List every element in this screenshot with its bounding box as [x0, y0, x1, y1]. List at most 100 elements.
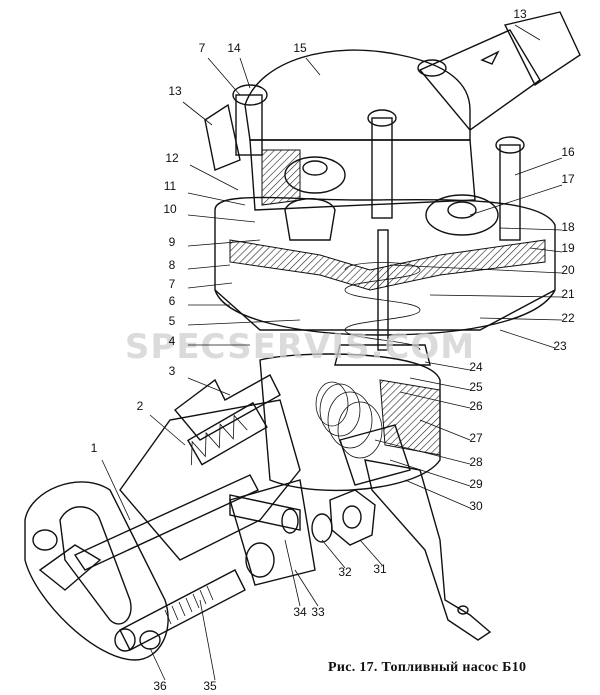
callout-number-35: 35 [203, 679, 217, 693]
callout-leader-5 [187, 319, 301, 326]
callout-leader-32 [321, 539, 346, 569]
callout-number-11: 11 [164, 179, 177, 193]
callout-number-30: 30 [469, 499, 483, 513]
drive-lever [364, 459, 492, 641]
callout-leader-7 [207, 57, 241, 96]
callout-number-18: 18 [561, 220, 575, 234]
callout-number-12: 12 [165, 151, 179, 165]
callout-leader-29 [389, 459, 471, 487]
callout-leader-2 [149, 414, 186, 446]
callout-number-33: 33 [311, 605, 325, 619]
callout-leader-19 [529, 247, 563, 253]
inlet-valve [284, 156, 346, 194]
callout-number-13: 13 [168, 84, 182, 98]
priming-spring [187, 401, 268, 466]
callout-leader-16 [514, 157, 563, 176]
inlet-fitting [418, 11, 581, 131]
valve-cup [284, 198, 336, 241]
pump-cover [244, 49, 476, 211]
callout-leader-21 [429, 294, 563, 298]
callout-number-16: 16 [561, 145, 575, 159]
callout-leader-25 [409, 377, 471, 391]
callout-leader-10 [187, 214, 256, 223]
callout-number-10: 10 [163, 202, 177, 216]
callout-leader-31 [359, 539, 383, 566]
callout-number-13: 13 [513, 7, 527, 21]
cover-screw-right [417, 59, 447, 77]
callout-leader-20 [389, 264, 563, 274]
callout-number-15: 15 [293, 41, 307, 55]
callout-leader-12 [189, 164, 239, 191]
figure-caption: Рис. 17. Топливный насос Б10 [328, 660, 527, 675]
watermark: SPECSERVIS.COM [125, 327, 475, 367]
callout-number-23: 23 [553, 339, 567, 353]
lever-spring [315, 381, 383, 459]
callout-number-20: 20 [561, 263, 575, 277]
callout-number-26: 26 [469, 399, 483, 413]
callout-number-2: 2 [137, 399, 144, 413]
diaphragm-spring [334, 229, 431, 366]
outlet-valve [425, 194, 499, 236]
callout-leader-8 [187, 264, 231, 270]
callout-leader-36 [149, 647, 166, 681]
lever-cam-sleeve [339, 424, 411, 486]
mounting-flange [24, 481, 169, 661]
callout-number-32: 32 [338, 565, 352, 579]
callout-leader-9 [187, 239, 261, 247]
right-bolt [495, 136, 525, 241]
callout-leader-13 [514, 24, 541, 41]
callout-number-25: 25 [469, 380, 483, 394]
callout-number-34: 34 [293, 605, 307, 619]
callout-number-4: 4 [169, 334, 176, 348]
callout-leader-18 [499, 227, 563, 231]
callout-number-8: 8 [169, 258, 176, 272]
callout-number-7: 7 [199, 41, 206, 55]
callout-leader-27 [419, 419, 471, 441]
lever-axle [229, 494, 301, 534]
callout-number-7: 7 [169, 277, 176, 291]
callout-number-24: 24 [469, 360, 483, 374]
callout-leader-22 [479, 317, 563, 321]
callout-leader-23 [499, 329, 556, 349]
callout-number-28: 28 [469, 455, 483, 469]
callout-number-6: 6 [169, 294, 176, 308]
callout-leader-15 [305, 57, 321, 76]
callout-number-3: 3 [169, 364, 176, 378]
washer [311, 513, 333, 543]
callout-number-1: 1 [91, 441, 98, 455]
callout-number-14: 14 [227, 41, 241, 55]
callout-leader-30 [404, 479, 471, 509]
callout-leader-24 [424, 361, 471, 371]
callout-number-29: 29 [469, 477, 483, 491]
callout-leader-17 [469, 184, 563, 216]
priming-handle [38, 474, 259, 591]
nut [329, 489, 376, 546]
callout-leader-14 [239, 57, 251, 89]
fuel-line-bracket [204, 103, 241, 171]
callout-leader-26 [399, 391, 471, 409]
callout-number-9: 9 [169, 235, 176, 249]
callout-leader-28 [374, 439, 471, 465]
callout-leader-7 [187, 282, 233, 289]
callout-leader-35 [199, 599, 216, 681]
callout-leader-34 [284, 539, 301, 607]
push-rod [114, 569, 246, 652]
callout-number-5: 5 [169, 314, 176, 328]
priming-lever [173, 374, 281, 441]
callout-number-19: 19 [561, 241, 575, 255]
callout-leader-1 [101, 459, 131, 521]
mounting-body [119, 399, 316, 586]
callout-number-36: 36 [153, 679, 167, 693]
callout-leader-13 [182, 101, 213, 126]
callout-number-31: 31 [373, 562, 387, 576]
cover-screw-left [232, 84, 268, 156]
callout-leader-3 [187, 377, 231, 396]
lower-housing [259, 353, 441, 492]
callout-number-27: 27 [469, 431, 483, 445]
callout-number-22: 22 [561, 311, 575, 325]
callout-number-21: 21 [561, 287, 575, 301]
callout-leader-33 [294, 569, 319, 607]
center-bolt [367, 109, 397, 219]
